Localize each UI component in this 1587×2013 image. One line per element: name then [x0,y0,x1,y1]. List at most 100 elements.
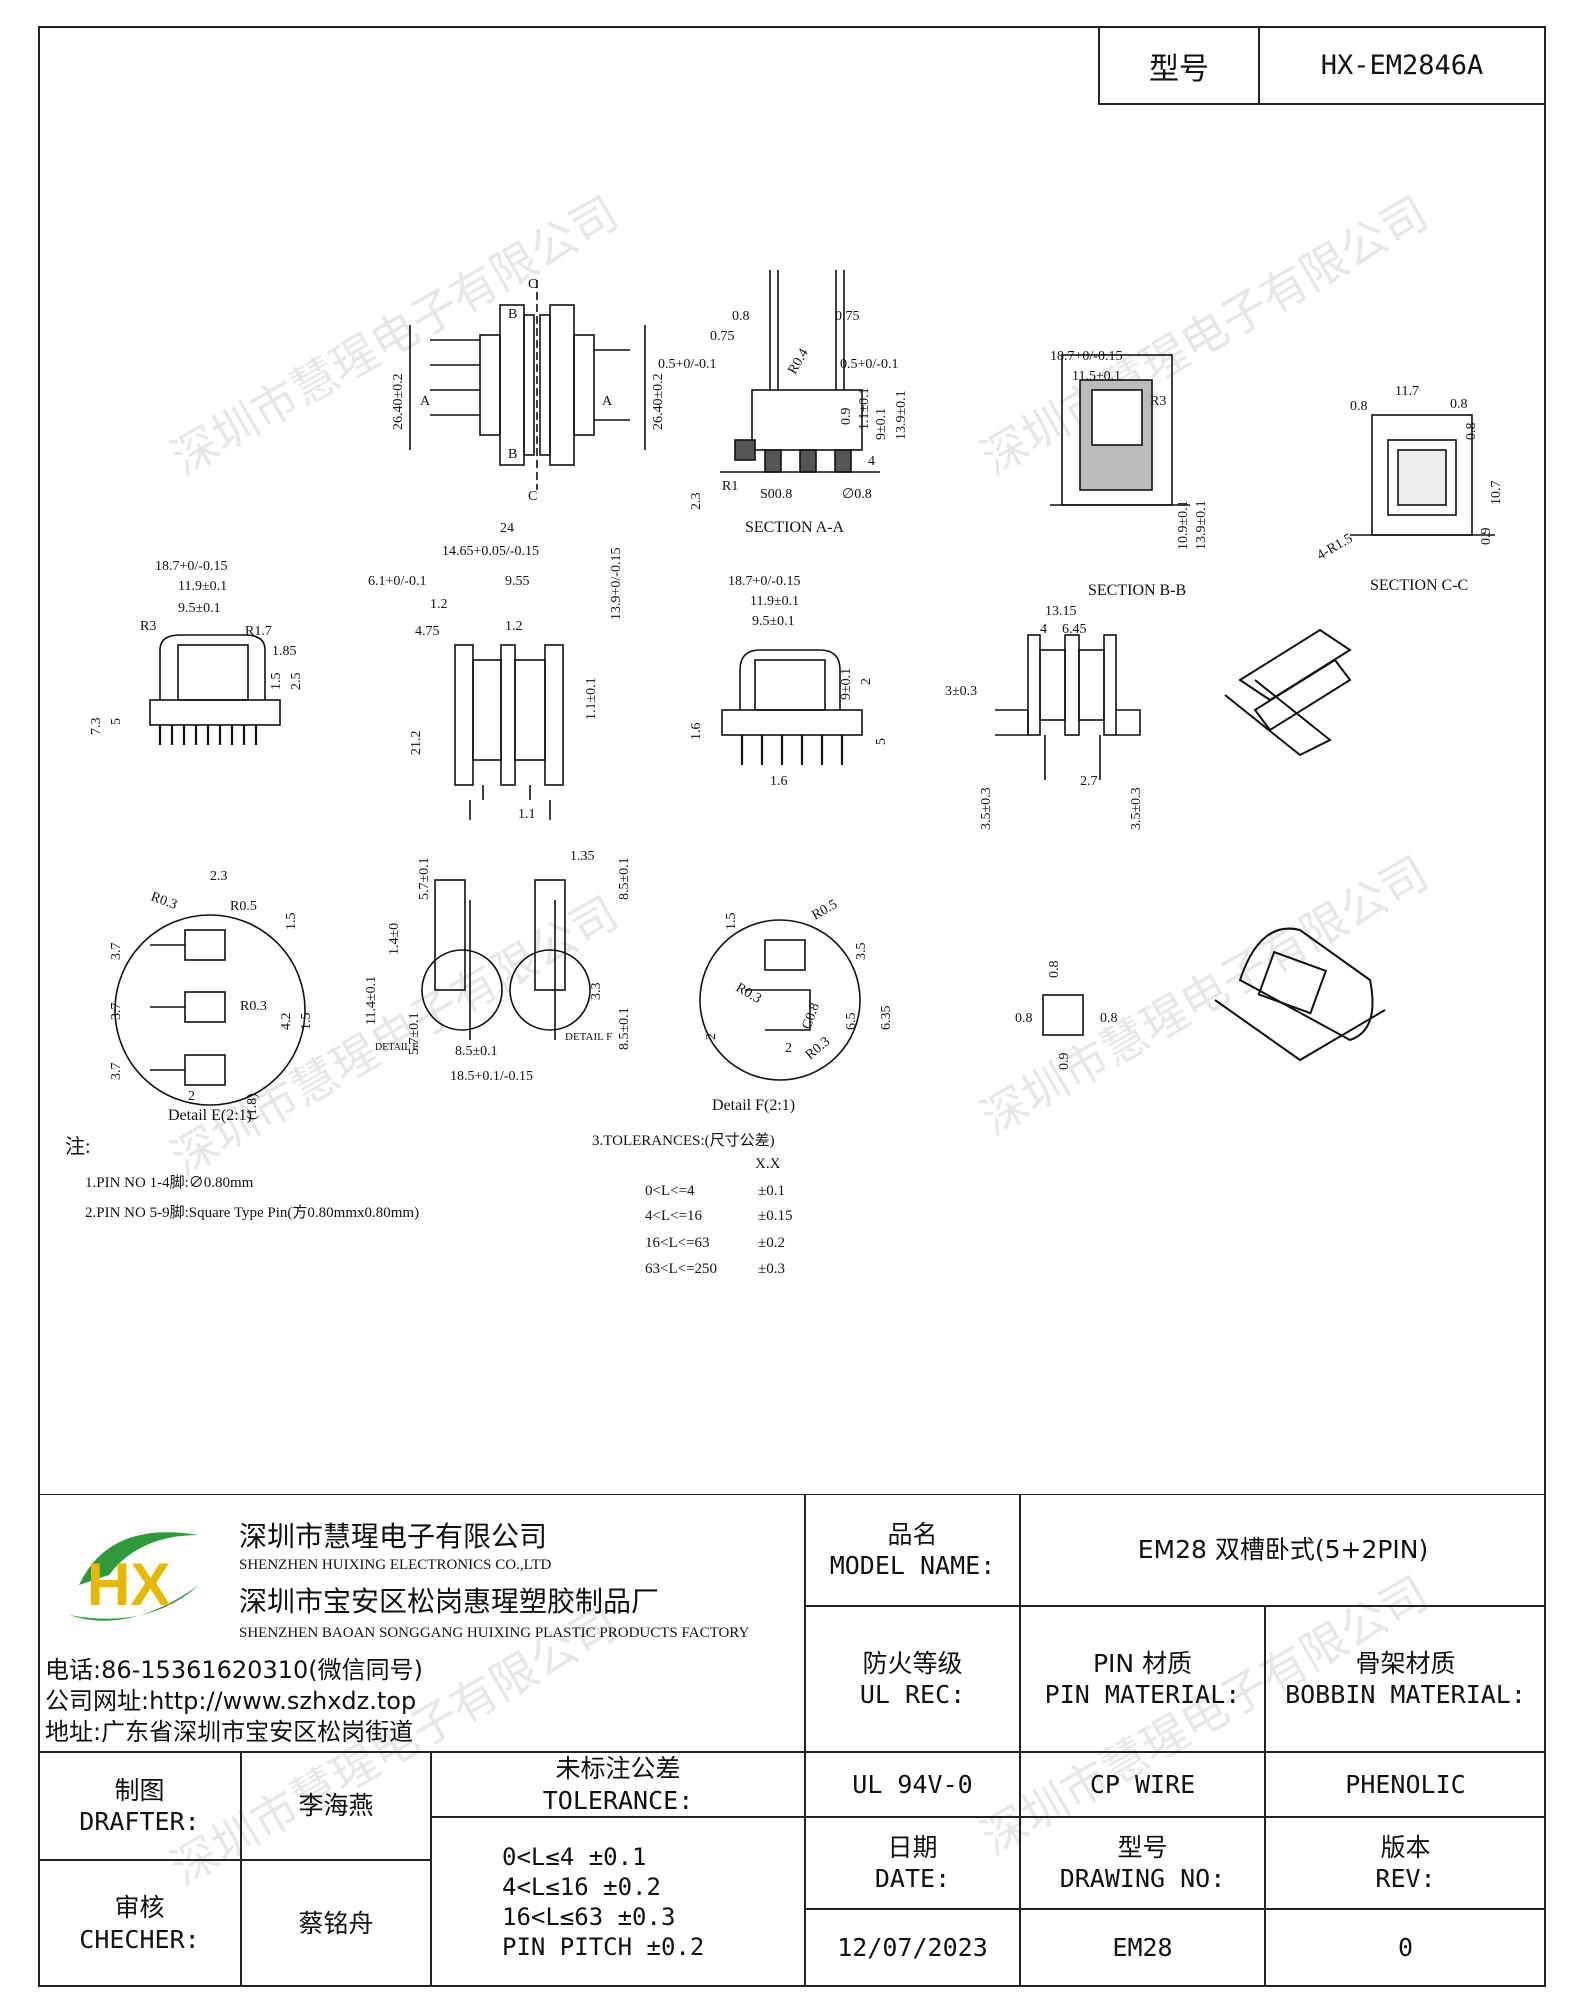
note-1: 1.PIN NO 1-4脚:∅0.80mm [85,1174,254,1191]
dim: 3.5±0.3 [979,787,994,830]
dim: 4 [1040,622,1047,637]
top-view [409,280,646,490]
dim: 0.8 [1350,399,1368,414]
dim: 13.9±0.1 [1194,500,1209,550]
tol-value: ±0.1 [758,1183,785,1199]
dim: 11.5±0.1 [1072,369,1121,384]
dim: 3.7 [109,1003,124,1021]
dim: 1.5 [269,673,284,691]
dim: 1.2 [430,597,448,612]
section-aa-label: SECTION A-A [745,519,845,536]
dim: 18.5+0.1/-0.15 [450,1069,533,1084]
dim: 9.5±0.1 [178,601,221,616]
dim: 9.55 [505,574,530,589]
dim: 0.8 [1464,423,1479,441]
tol-range: 0<L<=4 [645,1183,695,1199]
section-cc [1350,414,1495,536]
dim: 11.4±0.1 [364,976,379,1025]
dim: R1.7 [245,624,272,639]
dim: 3.7 [109,943,124,961]
dim: 4.75 [415,624,440,639]
website: 公司网址:http://www.szhxdz.top [45,1687,417,1715]
dim: 3±0.3 [945,684,977,699]
ul-value: UL 94V-0 [805,1752,1020,1817]
drawing-no-en: DRAWING NO: [1059,1864,1226,1893]
section-cc-dims: 11.7 0.8 0.8 0.8 10.7 0.9 4-R1.5 SECTION… [1315,384,1505,594]
dim: 2.3 [210,869,228,884]
side-view-2 [995,634,1141,780]
drawing-no-value: EM28 [1020,1909,1265,1987]
isometric-view-2 [1214,927,1386,1062]
pin-detail-dims: 5.7±0.1 1.4±0 11.4±0.1 5.7±0.1 8.5±0.1 1… [364,849,632,1084]
dim: 1.1 [518,807,536,822]
dim: 26.40±0.2 [651,373,666,430]
dim: 3.5±0.3 [1129,787,1144,830]
company-name-en: SHENZHEN HUIXING ELECTRONICS CO.,LTD [239,1557,552,1573]
dim: 8.5±0.1 [617,1007,632,1050]
label-a: A [420,394,431,409]
notes-title: 注: [65,1135,91,1158]
dim: 4-R1.5 [1315,531,1356,563]
tolerance-en: TOLERANCE: [542,1785,694,1815]
company-logo: HX [69,1532,199,1621]
model-name-cn: 品名 [887,1519,938,1549]
dim: 1.5 [299,1013,314,1031]
tol-range: 63<L<=250 [645,1261,717,1277]
pin-material-label: PIN 材质 PIN MATERIAL: [1020,1606,1265,1752]
section-bb-dims: 18.7+0/-0.15 11.5±0.1 R3 10.9±0.1 13.9±0… [1050,349,1209,599]
tol-value: ±0.15 [758,1208,792,1224]
bobbin-material-en: BOBBIN MATERIAL: [1285,1680,1526,1709]
model-label: 型号 [1100,28,1260,103]
dim: 5 [874,738,889,745]
drafter-en: DRAFTER: [79,1807,200,1836]
dim: 9.5±0.1 [752,614,795,629]
dim: 0.8 [1015,1011,1033,1026]
dim: 6.35 [879,1006,894,1031]
tol-range: 16<L<=63 [645,1235,710,1251]
rev-value: 0 [1265,1909,1546,1987]
dim: DETAIL F [565,1031,612,1043]
dim: R0.5 [810,897,841,923]
front-view [149,634,281,745]
dim: 1.85 [272,644,297,659]
section-bb [1050,354,1190,506]
checker-en: CHECHER: [79,1924,200,1954]
dim: 8.5±0.1 [455,1044,498,1059]
tolerance-line: 16<L≤63 ±0.3 [502,1903,676,1931]
tolerance-values: 0<L≤4 ±0.1 4<L≤16 ±0.2 16<L≤63 ±0.3 PIN … [431,1817,805,1987]
pin-material-value: CP WIRE [1020,1752,1265,1817]
dim: R0.3 [733,980,764,1006]
detail-e [114,914,306,1106]
dim: 7.3 [89,718,104,736]
dim: 0.9 [839,408,854,426]
dim: 14.65+0.05/-0.15 [442,544,539,559]
dim: 9±0.1 [839,668,854,700]
dim: 5.7±0.1 [407,1012,422,1055]
drafter-value: 李海燕 [241,1752,431,1860]
label-b: B [508,307,517,322]
bobbin-material-value: PHENOLIC [1265,1752,1546,1817]
dim: 21.2 [409,731,424,756]
dim: 10.9±0.1 [1176,500,1191,550]
dim: 6.5 [844,1013,859,1031]
dim: 3.7 [109,1063,124,1081]
dim: 3.3 [589,983,604,1001]
drawing-no-cn: 型号 [1117,1832,1168,1862]
pin-section-dims: 0.8 0.8 0.8 0.9 [1015,961,1118,1071]
dim: 0.75 [835,309,860,324]
dim: 0.8 [1047,961,1062,979]
detail-e-label: Detail E(2:1) [168,1107,252,1124]
dim: 26.40±0.2 [391,373,406,430]
dim: DETAIL E [375,1042,419,1053]
rev-cn: 版本 [1380,1832,1431,1862]
dim: 10.7 [1489,481,1504,506]
note-2: 2.PIN NO 5-9脚:Square Type Pin(方0.80mmx0.… [85,1204,419,1221]
side-view-dims: 24 14.65+0.05/-0.15 6.1+0/-0.1 1.2 4.75 … [368,521,624,822]
dim: 2 [785,1041,792,1056]
factory-name-en: SHENZHEN BAOAN SONGGANG HUIXING PLASTIC … [239,1625,750,1641]
dim: 2 [188,1089,195,1104]
dim: 18.7+0/-0.15 [1050,349,1122,364]
factory-name-cn: 深圳市宝安区松岗惠瑆塑胶制品厂 [239,1585,660,1618]
front-view-2 [721,649,863,765]
dim: 2.7 [1080,774,1098,789]
